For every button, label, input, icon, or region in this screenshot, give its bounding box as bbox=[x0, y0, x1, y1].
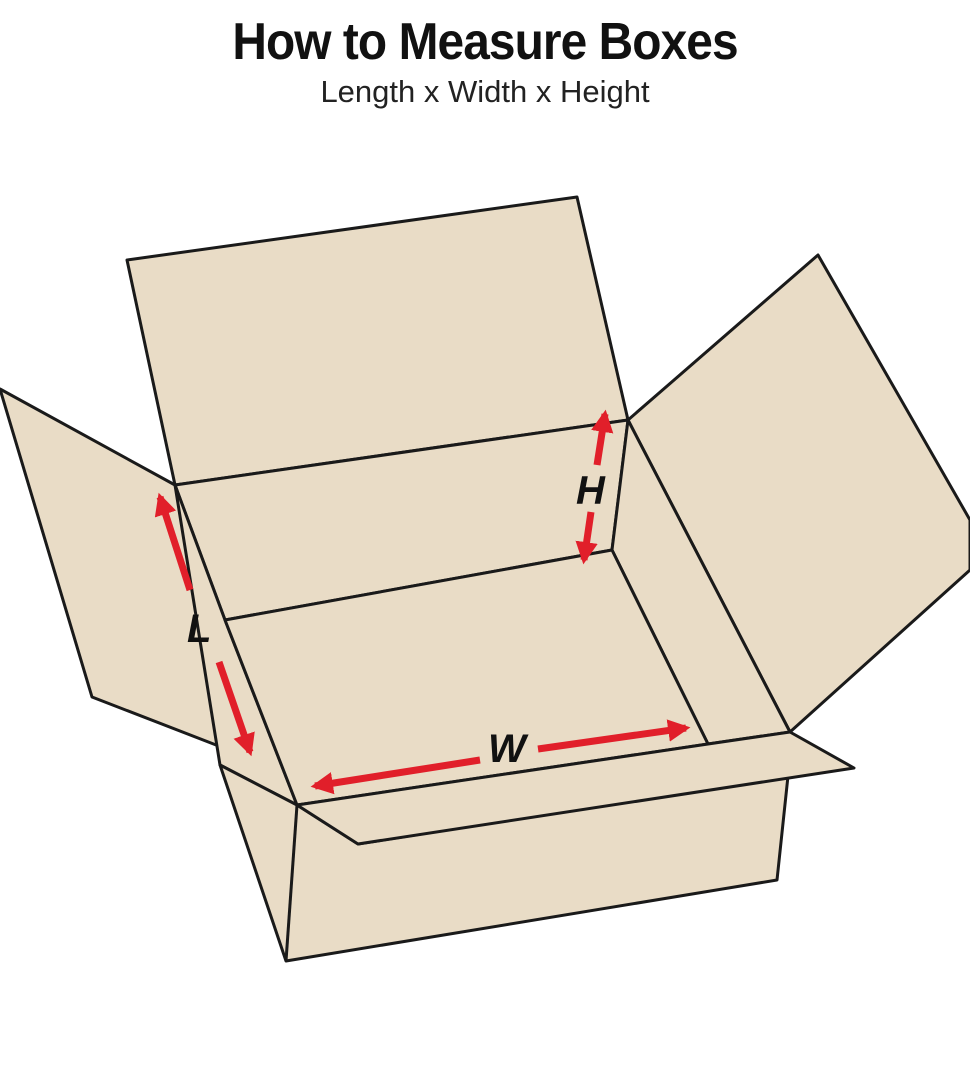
page-title: How to Measure Boxes bbox=[232, 13, 738, 71]
front-corner-line bbox=[284, 804, 299, 962]
page-subtitle: Length x Width x Height bbox=[320, 74, 650, 109]
height-arrow bbox=[575, 409, 614, 565]
open-box bbox=[0, 195, 970, 963]
width-arrow bbox=[310, 719, 691, 795]
front-flap bbox=[295, 730, 856, 846]
length-arrow bbox=[154, 492, 255, 757]
height-label: H bbox=[576, 469, 606, 513]
width-label: W bbox=[488, 727, 529, 771]
length-label: L bbox=[187, 607, 211, 651]
